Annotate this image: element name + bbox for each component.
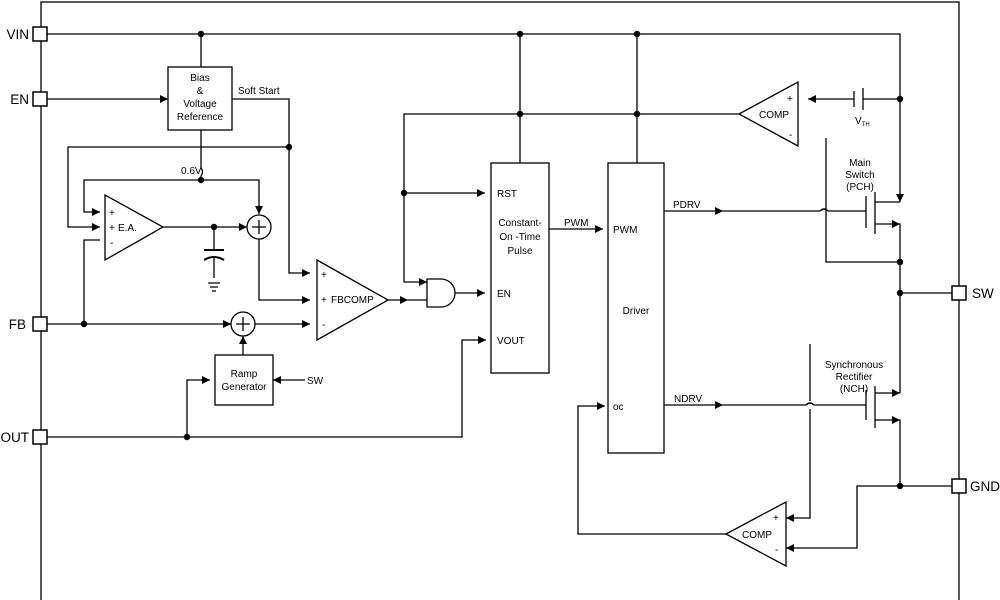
svg-text:Ramp: Ramp [231,369,258,380]
junction-dots [80,30,904,490]
svg-text:-: - [789,130,792,141]
wires [47,33,952,549]
pin-sw: SW [951,285,994,301]
svg-text:-: - [322,320,325,331]
svg-text:COMP: COMP [759,110,789,121]
svg-text:VOUT: VOUT [497,336,525,347]
pwm-signal-label: PWM [564,218,588,229]
svg-text:Pulse: Pulse [507,246,532,257]
and-gate [426,278,456,308]
pin-fb: FB [9,316,48,332]
svg-text:+: + [321,295,327,306]
svg-text:oc: oc [613,402,624,413]
svg-text:Generator: Generator [221,382,267,393]
vth-label: VTH [855,116,870,128]
svg-text:FBCOMP: FBCOMP [331,295,374,306]
svg-text:On -Time: On -Time [499,232,541,243]
svg-text:Bias: Bias [190,73,209,84]
svg-text:PWM: PWM [613,225,637,236]
arrowheads [92,95,904,552]
svg-text:(PCH): (PCH) [846,182,874,193]
summer-ramp [230,311,256,337]
pin-en: EN [10,91,48,107]
ndrv-label: NDRV [674,394,702,405]
svg-text:+: + [109,208,115,219]
driver-block: PWM Driver oc [607,162,665,454]
svg-text:E.A.: E.A. [118,223,137,234]
svg-text:RST: RST [497,189,517,200]
svg-text:EN: EN [10,92,29,107]
reference-voltage-label: 0.6V [181,166,202,177]
svg-text:-: - [775,545,778,556]
svg-text:SW: SW [972,286,994,301]
svg-text:FB: FB [9,317,26,332]
svg-text:Voltage: Voltage [183,99,217,110]
svg-text:Switch: Switch [845,170,874,181]
chip-outline [40,1,960,600]
svg-text:-: - [110,238,113,249]
ramp-sw-label: SW [307,376,324,387]
svg-text:GND: GND [970,479,1000,494]
svg-text:OUT: OUT [1,430,30,445]
compensation-capacitor [203,249,225,261]
svg-text:Constant-: Constant- [498,218,541,229]
svg-text:+: + [787,94,793,105]
cot-pulse-block: RST Constant- On -Time Pulse EN VOUT [490,162,550,374]
svg-text:Driver: Driver [623,306,650,317]
pdrv-label: PDRV [673,200,701,211]
pin-vin: VIN [6,26,48,42]
summer-ref [246,214,272,240]
error-amplifier: + + - E.A. [104,193,165,262]
fbcomp-comparator: + + - FBCOMP [316,258,390,342]
svg-text:Rectifier: Rectifier [836,372,873,383]
svg-text:VIN: VIN [6,27,29,42]
sync-rectifier-label: Synchronous Rectifier (NCH) [825,360,883,395]
svg-text:COMP: COMP [742,530,772,541]
svg-text:+: + [109,223,115,234]
svg-text:+: + [773,513,779,524]
bottom-comparator: + - COMP [724,500,787,568]
pin-gnd: GND [951,478,1000,494]
svg-text:(NCH): (NCH) [840,384,868,395]
svg-text:Main: Main [849,158,871,169]
soft-start-label: Soft Start [238,86,280,97]
top-comparator: + - COMP [737,80,799,148]
svg-text:+: + [321,270,327,281]
svg-text:EN: EN [497,289,511,300]
svg-text:Reference: Reference [177,112,224,123]
ramp-generator-block: Ramp Generator [214,354,274,406]
svg-text:Synchronous: Synchronous [825,360,883,371]
pin-out: OUT [1,429,48,445]
svg-text:&: & [197,86,204,97]
bias-reference-block: Bias & Voltage Reference [167,66,233,131]
main-switch-label: Main Switch (PCH) [845,158,874,193]
